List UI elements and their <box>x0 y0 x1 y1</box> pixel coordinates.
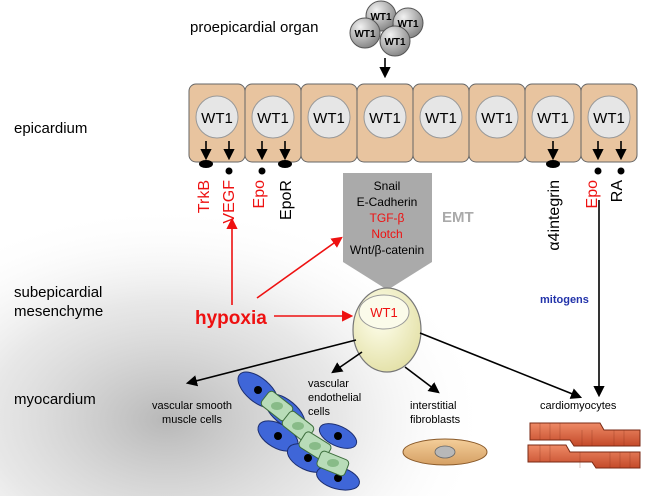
epicardial-nucleus <box>307 95 351 139</box>
mitogens-label: mitogens <box>540 294 589 306</box>
emt-factor-tgfb: TGF-β <box>370 211 405 225</box>
emt-label: EMT <box>442 209 474 226</box>
smooth-muscle-nucleus <box>334 432 342 440</box>
label-fib-2: fibroblasts <box>410 414 461 426</box>
epicardial-cell: WT1 <box>356 83 414 163</box>
epicardial-cell: WT1 <box>244 83 302 175</box>
epicardial-wt1-label: WT1 <box>593 110 625 127</box>
epicardial-wt1-label: WT1 <box>425 110 457 127</box>
smooth-muscle-nucleus <box>254 386 262 394</box>
label-vec-3: cells <box>308 406 331 418</box>
emt-factor-notch: Notch <box>371 227 402 241</box>
arrow-to-cardiomyocytes <box>419 332 583 399</box>
mesenchymal-wt1-label: WT1 <box>370 305 397 320</box>
emt-factor-wnt: Wnt/β-catenin <box>350 243 424 257</box>
receptor-marker <box>199 160 213 168</box>
proepicardial-wt1-label: WT1 <box>397 19 419 30</box>
hypoxia-arrow-emt <box>256 236 343 299</box>
epicardial-nucleus <box>475 95 519 139</box>
label-fib-1: interstitial <box>410 400 456 412</box>
proepicardial-wt1-label: WT1 <box>354 29 376 40</box>
arrow-to-endothelial <box>331 351 363 374</box>
epicardial-wt1-label: WT1 <box>481 110 513 127</box>
smooth-muscle-nucleus <box>274 432 282 440</box>
proepicardial-cell <box>349 17 381 49</box>
vessel-illustration <box>237 371 360 491</box>
proepicardial-wt1-label: WT1 <box>384 37 406 48</box>
receptor-label-epor: EpoR <box>278 180 295 220</box>
cardiomyocyte-illustration <box>527 422 641 469</box>
fibroblast-nucleus <box>434 445 456 459</box>
label-subepicardial: subepicardial <box>14 284 102 301</box>
epicardial-nucleus <box>195 95 239 139</box>
epicardial-wt1-label: WT1 <box>257 110 289 127</box>
emt-factor-ecadherin: E-Cadherin <box>357 195 418 209</box>
hypoxia-label: hypoxia <box>195 308 267 329</box>
epicardial-nucleus <box>251 95 295 139</box>
arrow-to-vsmc <box>185 339 357 387</box>
mesenchymal-nucleus <box>358 294 410 330</box>
smooth-muscle-nucleus <box>304 454 312 462</box>
ligand-dot <box>225 167 233 175</box>
emt-arrow-box <box>343 173 432 290</box>
proepicardial-wt1-label: WT1 <box>370 12 392 23</box>
receptor-label-a4integrin: α4integrin <box>546 180 563 251</box>
receptor-label-vegf: VEGF <box>221 180 238 224</box>
receptor-label-trkb: TrkB <box>196 180 213 213</box>
label-vec-2: endothelial <box>308 392 361 404</box>
epicardial-wt1-label: WT1 <box>313 110 345 127</box>
cardiomyocyte <box>529 422 641 447</box>
epicardial-wt1-label: WT1 <box>369 110 401 127</box>
epicardial-nucleus <box>363 95 407 139</box>
receptor-marker <box>278 160 292 168</box>
cardiomyocyte-striations <box>539 423 631 468</box>
emt-factor-snail: Snail <box>374 179 401 193</box>
endothelial-nucleus <box>327 459 339 467</box>
epicardial-cell: WT1 <box>468 83 526 163</box>
background-shading <box>0 150 520 496</box>
proepicardial-cell <box>379 25 411 57</box>
epicardial-cell: WT1 <box>580 83 638 175</box>
epicardial-nucleus <box>531 95 575 139</box>
endothelial-nucleus <box>271 402 283 410</box>
label-proepicardial-organ: proepicardial organ <box>190 19 318 36</box>
endothelial-nucleus <box>309 442 321 450</box>
endothelial-nucleus <box>292 422 304 430</box>
epicardial-cell: WT1 <box>524 83 582 168</box>
ligand-dot <box>617 167 625 175</box>
label-epicardium: epicardium <box>14 120 87 137</box>
proepicardial-organ-cluster: WT1 WT1 WT1 WT1 <box>349 0 424 57</box>
epicardial-cell: WT1 <box>300 83 358 163</box>
receptor-marker <box>546 160 560 168</box>
ligand-dot <box>258 167 266 175</box>
label-vsmc-1: vascular smooth <box>152 400 232 412</box>
receptor-label-ra: RA <box>609 180 626 203</box>
label-vec-1: vascular <box>308 378 349 390</box>
receptor-label-epo-right: Epo <box>584 180 601 209</box>
receptor-label-epo-left: Epo <box>251 180 268 209</box>
label-vsmc-2: muscle cells <box>162 414 222 426</box>
ligand-dot <box>594 167 602 175</box>
label-cardiomyocytes: cardiomyocytes <box>540 400 617 412</box>
label-myocardium: myocardium <box>14 391 96 408</box>
label-mesenchyme: mesenchyme <box>14 303 103 320</box>
epicardial-cell: WT1 <box>412 83 470 163</box>
epicardial-wt1-label: WT1 <box>537 110 569 127</box>
epicardial-nucleus <box>587 95 631 139</box>
epicardium-cell-row: WT1 WT1 WT1 WT1 WT1 WT1 WT1 WT1 <box>188 83 638 175</box>
cardiomyocyte <box>527 444 641 469</box>
epicardial-cell: WT1 <box>188 83 246 175</box>
epicardial-wt1-label: WT1 <box>201 110 233 127</box>
arrow-to-fibroblasts <box>404 366 440 394</box>
epicardial-nucleus <box>419 95 463 139</box>
